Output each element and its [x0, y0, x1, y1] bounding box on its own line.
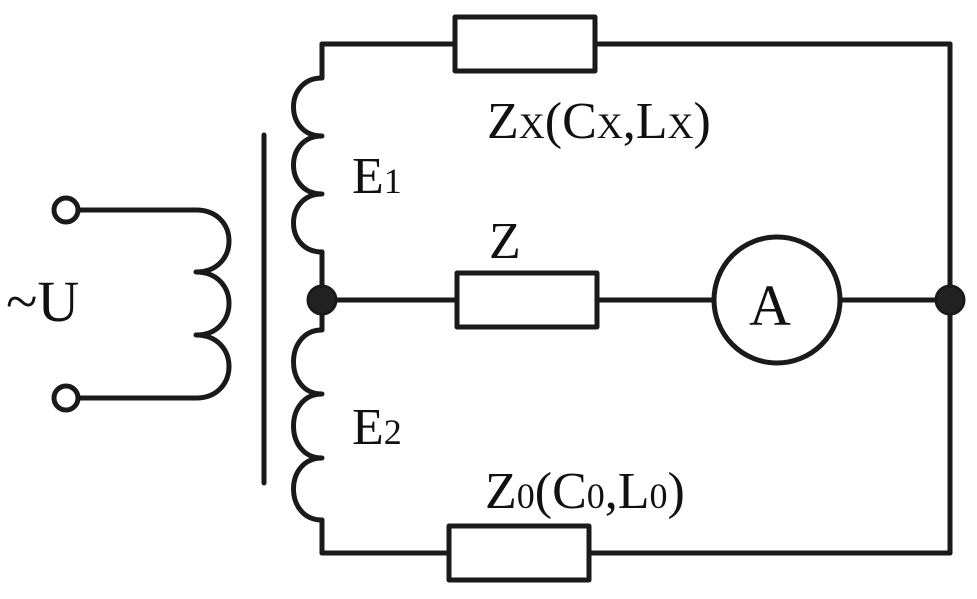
zx-prefix: Z: [487, 93, 519, 150]
zx-mid1: (C: [545, 93, 597, 150]
z0-sub1: 0: [517, 476, 535, 516]
winding-e1-main: E: [352, 148, 384, 205]
ammeter-label: A: [749, 273, 791, 338]
zx-sub1: X: [519, 106, 545, 146]
zx-mid2: ,L: [623, 93, 668, 150]
z0-sub2: 0: [587, 476, 605, 516]
winding-label-e1: E1: [352, 148, 402, 205]
impedance-zx: [452, 14, 598, 74]
impedance-z0-label: Z0(C0,L0): [485, 463, 685, 520]
impedance-z0: [446, 523, 592, 583]
impedance-z: [454, 270, 600, 330]
input-terminal-top: [51, 195, 81, 225]
secondary-winding-upper: [291, 75, 325, 255]
impedance-zx-label: ZX(CX,LX): [487, 93, 711, 150]
impedance-z-label: Z: [489, 213, 521, 270]
source-label: ~U: [6, 269, 79, 334]
z0-suffix: ): [668, 463, 685, 520]
winding-label-e2: E2: [352, 399, 402, 456]
input-terminal-bottom: [51, 383, 81, 413]
secondary-winding-lower: [291, 327, 325, 523]
winding-e2-sub: 2: [384, 412, 402, 452]
z0-mid1: (C: [535, 463, 587, 520]
z0-prefix: Z: [485, 463, 517, 520]
z0-sub3: 0: [650, 476, 668, 516]
right-junction-node: [934, 284, 966, 316]
winding-e1-sub: 1: [384, 161, 402, 201]
winding-e2-main: E: [352, 399, 384, 456]
zx-sub3: X: [668, 106, 694, 146]
primary-winding: [193, 207, 232, 401]
center-tap-node: [306, 284, 338, 316]
z0-mid2: ,L: [605, 463, 650, 520]
zx-sub2: X: [597, 106, 623, 146]
zx-suffix: ): [694, 93, 711, 150]
